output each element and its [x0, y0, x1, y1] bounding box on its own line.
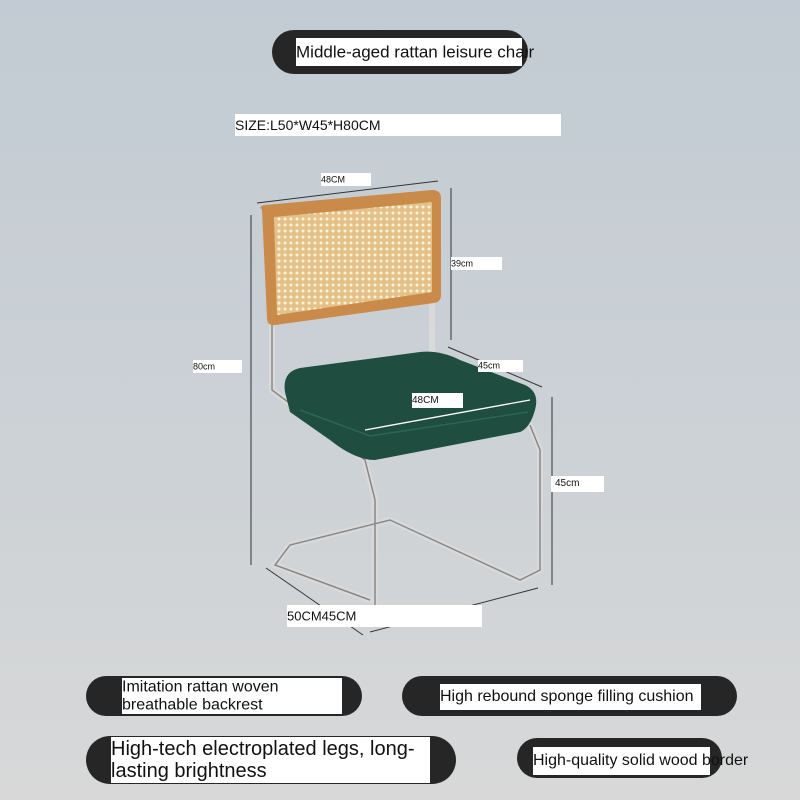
dim-text: 45cm: [555, 478, 580, 489]
size-text: SIZE:L50*W45*H80CM: [235, 117, 381, 133]
feature-text: High-tech electroplated legs, long-lasti…: [111, 738, 415, 782]
size-label: SIZE:L50*W45*H80CM: [235, 114, 561, 136]
feature-label: High-tech electroplated legs, long-lasti…: [111, 737, 430, 783]
feature-text: High rebound sponge filling cushion: [440, 688, 694, 705]
dim-base: 50CM45CM: [287, 605, 482, 627]
dim-seat-depth: 45cm: [478, 360, 523, 372]
chrome-frame: [269, 297, 543, 613]
dim-text: 80cm: [193, 361, 216, 371]
dim-text: 48CM: [412, 394, 439, 406]
dim-text: 50CM45CM: [287, 608, 357, 624]
dim-total-height: 80cm: [193, 360, 242, 373]
feature-label: High rebound sponge filling cushion: [440, 684, 701, 710]
title-label: Middle-aged rattan leisure chair: [296, 38, 535, 66]
dim-text: 39cm: [451, 258, 474, 268]
dim-text: 45cm: [478, 360, 501, 371]
feature-text: Imitation rattan woven breathable backre…: [122, 678, 279, 713]
seat-cushion: [284, 351, 537, 460]
feature-label: Imitation rattan woven breathable backre…: [122, 678, 342, 714]
rattan-panel: [274, 202, 432, 315]
title-text: Middle-aged rattan leisure chair: [296, 42, 535, 62]
dim-back-width: 48CM: [321, 173, 371, 186]
dim-back-height: 39cm: [451, 257, 502, 270]
feature-label: High-quality solid wood border: [533, 747, 749, 775]
dim-seat-width: 48CM: [412, 393, 463, 408]
feature-text: High-quality solid wood border: [533, 752, 749, 769]
dim-text: 48CM: [321, 174, 346, 184]
dim-seat-height: 45cm: [551, 476, 604, 492]
